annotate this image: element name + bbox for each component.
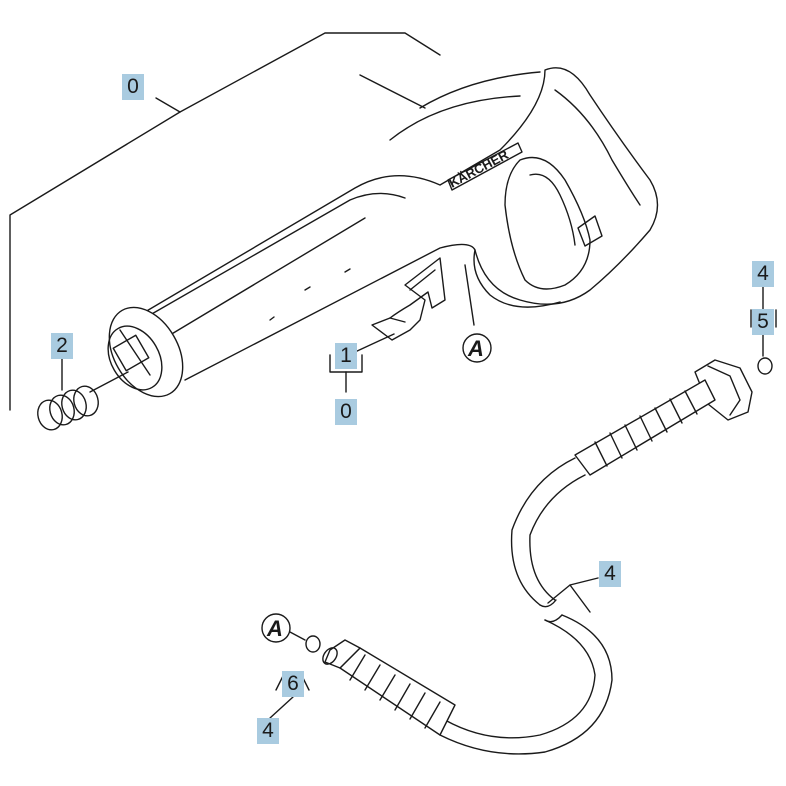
bracket-hose [547, 577, 599, 613]
locking-clip [371, 257, 446, 341]
callout-o-rings: 2 [51, 333, 73, 359]
callout-seal-ring: 5 [752, 309, 774, 335]
nipple-seal [305, 635, 321, 653]
callout-hose: 4 [599, 561, 621, 587]
callout-clip-group: 0 [335, 399, 357, 425]
o-rings [37, 385, 99, 431]
seal-ring [757, 357, 773, 375]
ref-circle-a-bottom: A [261, 613, 291, 643]
ref-letter-a-top: A [467, 336, 484, 361]
hose-assembly [322, 359, 753, 755]
leader-o-rings-to-nose [89, 371, 129, 393]
spray-gun: KÄRCHER [107, 67, 659, 398]
leader-ref-a-top [464, 264, 475, 326]
callout-clip: 1 [335, 343, 357, 369]
leader-clip [354, 333, 395, 353]
callout-gun-assembly: 0 [122, 74, 144, 100]
callout-nipple-seal: 6 [282, 671, 304, 697]
ref-letter-a-bottom: A [266, 616, 283, 641]
callout-hose-group-top: 4 [752, 261, 774, 287]
bracket-gun-assembly [9, 32, 441, 411]
bracket-seal-ring [750, 286, 777, 357]
callout-hose-group-bottom: 4 [257, 718, 279, 744]
ref-circle-a-top: A [462, 333, 492, 363]
leader-ref-a-bottom [289, 631, 306, 641]
bracket-clip [329, 354, 363, 393]
